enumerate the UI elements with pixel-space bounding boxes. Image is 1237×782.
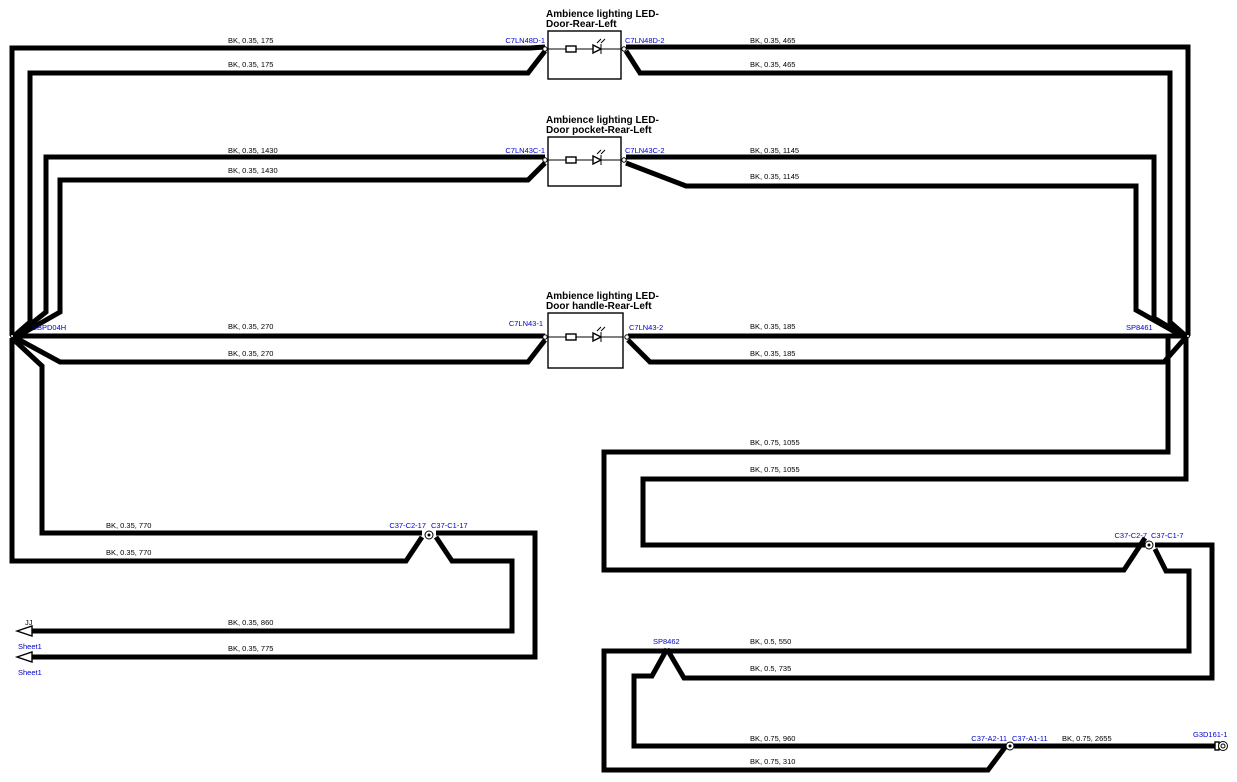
wire-775[interactable] [32,530,538,660]
connector-c37-17[interactable]: C37-C2-17 C37-C1-17 [389,521,468,540]
wires [9,44,1215,773]
wire-175-outer[interactable] [9,44,546,336]
led2-diode-icon [592,154,603,166]
offsheet-sheet1-lower-label: Sheet1 [18,668,42,677]
connector-c37-11[interactable]: C37-A2-11 C37-A1-11 [971,734,1048,751]
wire-label: BK, 0.35, 465 [750,60,795,69]
led1-box [547,30,622,80]
wire-label: BK, 0.75, 1055 [750,438,800,447]
led1-title-line2: Door-Rear-Left [546,19,617,30]
wire-label: BK, 0.75, 960 [750,734,795,743]
wire-550[interactable] [664,542,1215,681]
offsheet-sheet1[interactable]: Sheet1 [14,651,42,677]
wire-1055-outer[interactable] [601,336,1171,573]
wire-465-outer[interactable] [626,44,1191,336]
led-component-3[interactable]: Ambience lighting LED- Door handle-Rear-… [509,291,663,369]
led3-title-line1: Ambience lighting LED- [546,291,659,302]
offsheet-arrow-icon [14,651,33,663]
wire-label: BK, 0.5, 550 [750,637,791,646]
wire-label: BK, 0.75, 2655 [1062,734,1112,743]
led1-pin-left[interactable] [542,46,548,52]
led2-box [547,136,622,187]
ground-terminal-g3d161[interactable]: G3D161-1 [1193,730,1228,751]
led2-pin-right[interactable] [621,157,627,163]
wire-1430-inner[interactable] [16,161,547,339]
led2-title-line2: Door pocket-Rear-Left [546,125,652,136]
wire-label: BK, 0.35, 175 [228,60,273,69]
connector-c37-c2-17-label: C37-C2-17 [389,521,426,530]
wire-770-upper[interactable] [10,336,422,536]
wire-label: BK, 0.35, 860 [228,618,273,627]
led1-pin-right-label: C7LN48D-2 [625,36,665,45]
led2-pin-right-label: C7LN43C-2 [625,146,665,155]
wire-label: BK, 0.35, 270 [228,322,273,331]
led3-title-line2: Door handle-Rear-Left [546,301,652,312]
wire-label: BK, 0.35, 185 [750,322,795,331]
connector-c37-c1-7-label: C37-C1-7 [1151,531,1184,540]
wire-185-inner[interactable] [626,335,1188,365]
wire-label: BK, 0.35, 185 [750,349,795,358]
wire-label: BK, 0.5, 735 [750,664,791,673]
connector-c37-a1-11-label: C37-A1-11 [1012,734,1048,743]
wire-labels: BK, 0.35, 175 BK, 0.35, 175 BK, 0.35, 46… [106,36,1112,766]
connector-c37-7[interactable]: C37-C2-7 C37-C1-7 [1114,531,1184,550]
wire-label: BK, 0.35, 770 [106,548,151,557]
led1-pin-left-label: C7LN48D-1 [505,36,545,45]
wire-label: BK, 0.35, 1145 [750,146,799,155]
led1-diode-icon [592,43,603,55]
connector-c37-c2-7-label: C37-C2-7 [1114,531,1147,540]
wire-960[interactable] [631,647,1006,749]
led-component-2[interactable]: Ambience lighting LED- Door pocket-Rear-… [505,115,665,187]
led2-title-line1: Ambience lighting LED- [546,115,659,126]
ground-terminal-label: G3D161-1 [1193,730,1228,739]
wire-label: BK, 0.35, 175 [228,36,273,45]
led3-pin-right[interactable] [624,334,630,340]
splice-sp8461[interactable]: SP8461 [1126,323,1190,338]
offsheet-jj-label: JJ [25,618,33,627]
led2-pin-left[interactable] [542,157,548,163]
splice-lower-label: SP8462 [653,637,680,646]
connector-c37-c1-17-label: C37-C1-17 [431,521,468,530]
splice-right-label: SP8461 [1126,323,1153,332]
led1-pin-right[interactable] [621,46,627,52]
wire-label: BK, 0.35, 270 [228,349,273,358]
wire-label: BK, 0.35, 465 [750,36,795,45]
wire-175-inner[interactable] [12,49,547,338]
led3-box [547,312,624,369]
led3-pin-left-label: C7LN43-1 [509,319,543,328]
wire-1430-outer[interactable] [14,154,545,338]
wire-label: BK, 0.35, 1145 [750,172,799,181]
wire-1055-inner[interactable] [640,338,1189,548]
offsheet-arrow-icon [14,625,33,637]
led1-title-line1: Ambience lighting LED- [546,9,659,20]
splice-left-label: SBPD04H [32,323,66,332]
wire-label: BK, 0.35, 1430 [228,146,278,155]
wire-label: BK, 0.35, 1430 [228,166,278,175]
wire-label: BK, 0.35, 775 [228,644,273,653]
wire-1145-inner[interactable] [625,160,1184,339]
led3-pin-right-label: C7LN43-2 [629,323,663,332]
led-component-1[interactable]: Ambience lighting LED- Door-Rear-Left C7… [505,9,665,80]
wire-465-inner[interactable] [623,49,1188,338]
connector-c37-a2-11-label: C37-A2-11 [971,734,1007,743]
splice-sbpd04h[interactable]: SBPD04H [10,323,67,338]
offsheet-sheet1-upper-label: Sheet1 [18,642,42,651]
wire-label: BK, 0.75, 1055 [750,465,800,474]
wire-735[interactable] [601,547,1192,773]
offsheet-jj[interactable]: JJ Sheet1 [14,618,42,651]
led3-diode-icon [592,331,603,343]
led3-pin-left[interactable] [542,334,548,340]
wire-label: BK, 0.35, 770 [106,521,151,530]
splice-sp8462[interactable]: SP8462 [653,637,680,646]
wire-label: BK, 0.75, 310 [750,757,795,766]
wire-770-lower[interactable] [9,338,425,564]
led2-pin-left-label: C7LN43C-1 [505,146,545,155]
wire-270-inner[interactable] [12,334,547,365]
wire-860[interactable] [32,535,515,634]
